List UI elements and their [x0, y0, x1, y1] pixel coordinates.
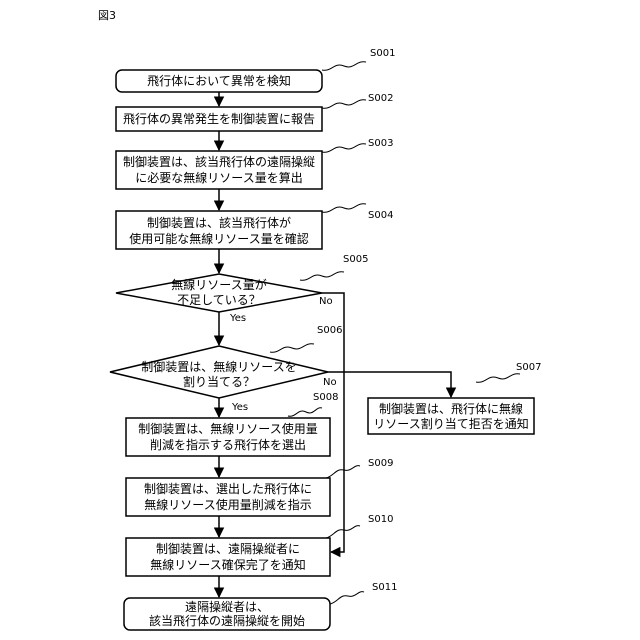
- step-s002-text: 飛行体の異常発生を制御装置に報告: [123, 111, 315, 126]
- step-s003-text-line2: に必要な無線リソース量を算出: [135, 170, 302, 185]
- step-s004-leader: [322, 204, 366, 213]
- decision-s005-leader: [300, 272, 344, 281]
- step-s008-leader: [288, 408, 322, 417]
- decision-s005-text-line2: 不足している？: [177, 293, 261, 307]
- step-s008-id: S008: [313, 392, 338, 403]
- step-s011-id: S011: [372, 582, 397, 593]
- decision-s005-id: S005: [343, 254, 368, 265]
- step-s009-id: S009: [368, 458, 393, 469]
- arrow-s006-no-to-s007: [328, 372, 451, 397]
- step-s011-text-line1: 遠隔操縦者は、: [185, 599, 269, 614]
- step-s003-text-line1: 制御装置は、該当飛行体の遠隔操縦: [123, 154, 315, 169]
- step-s010-leader: [326, 526, 360, 538]
- step-s004-text-line2: 使用可能な無線リソース量を確認: [129, 231, 308, 246]
- step-s003-leader: [322, 144, 366, 153]
- step-s008-text-line2: 削減を指示する飛行体を選出: [150, 437, 306, 452]
- step-s007-leader: [476, 374, 520, 383]
- decision-s005-no-label: No: [319, 296, 333, 307]
- step-s003-id: S003: [368, 138, 393, 149]
- step-s007-id: S007: [516, 362, 541, 373]
- step-s007-text-line1: 制御装置は、飛行体に無線: [379, 401, 523, 416]
- step-s002-leader: [322, 100, 366, 109]
- step-s001-leader: [322, 62, 366, 71]
- decision-s006-no-label: No: [323, 377, 337, 388]
- step-s002-id: S002: [368, 93, 393, 104]
- decision-s006-id: S006: [317, 325, 342, 336]
- decision-s005-yes-label: Yes: [229, 313, 246, 324]
- step-s004-text-line1: 制御装置は、該当飛行体が: [147, 215, 291, 230]
- step-s004-id: S004: [368, 210, 393, 221]
- figure-label: 図3: [98, 9, 116, 22]
- step-s001-id: S001: [370, 48, 395, 59]
- step-s009-leader: [326, 466, 360, 478]
- step-s010-text-line1: 制御装置は、遠隔操縦者に: [156, 541, 300, 556]
- step-s011-text-line2: 該当飛行体の遠隔操縦を開始: [149, 613, 305, 628]
- decision-s005-text-line1: 無線リソース量が: [171, 277, 266, 292]
- step-s008-text-line1: 制御装置は、無線リソース使用量: [138, 421, 317, 436]
- step-s009-text-line1: 制御装置は、選出した飛行体に: [144, 481, 312, 496]
- step-s011-leader: [330, 592, 364, 604]
- decision-s006-text-line2: 割り当てる？: [183, 374, 255, 389]
- step-s001-text: 飛行体において異常を検知: [147, 74, 291, 88]
- decision-s006-yes-label: Yes: [231, 402, 248, 413]
- step-s010-id: S010: [368, 514, 393, 525]
- decision-s006-leader: [270, 344, 314, 353]
- step-s009-text-line2: 無線リソース使用量削減を指示: [144, 497, 311, 512]
- step-s007-text-line2: リソース割り当て拒否を通知: [373, 416, 528, 431]
- step-s010-text-line2: 無線リソース確保完了を通知: [150, 557, 305, 572]
- decision-s006-text-line1: 制御装置は、無線リソースを: [141, 359, 296, 374]
